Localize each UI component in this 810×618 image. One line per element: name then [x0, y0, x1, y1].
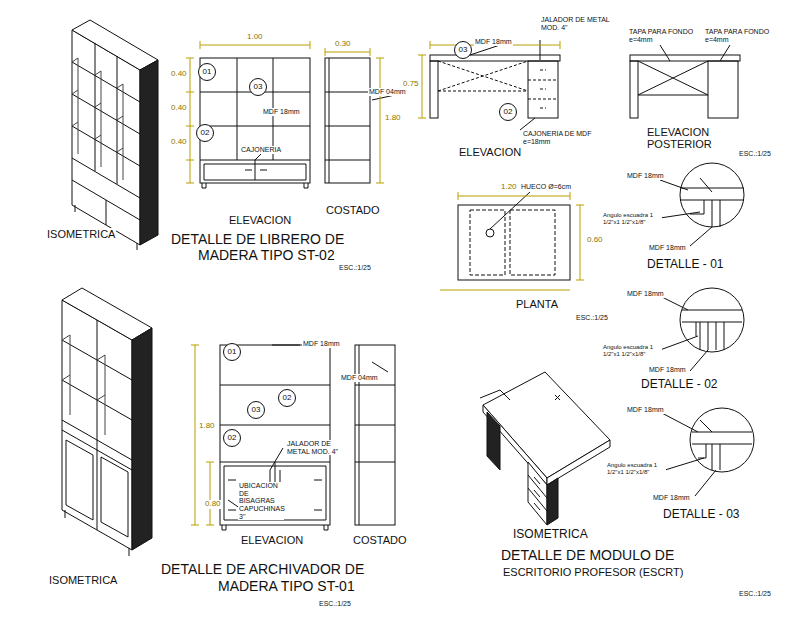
view-title: ELEVACION POSTERIOR — [646, 126, 738, 150]
view-title: ISOMETRICA — [46, 228, 116, 240]
callout-circle: 02 — [278, 389, 296, 407]
annotation-note: MDF 18mm — [652, 494, 691, 502]
view-title: COSTADO — [352, 534, 408, 546]
view-title: DETALLE DE ARCHIVADOR DE — [160, 562, 365, 577]
annotation-note: TAPA PARA FONDO e=4mm — [628, 28, 696, 43]
annotation-note: MDF 04mm — [368, 88, 407, 96]
callout-circle: 03 — [454, 41, 472, 59]
dimension-value: 0.40 — [170, 70, 188, 79]
annotation-note: MDF 18mm — [648, 244, 687, 252]
dimension-value: 0.80 — [204, 500, 222, 509]
dimension-value: 1.80 — [198, 422, 216, 431]
dimension-value: 1.00 — [246, 33, 264, 42]
annotation-note: MDF 18mm — [302, 340, 341, 348]
annotation-note: UBICACION DE BISAGRAS CAPUCHINAS 3" — [238, 482, 284, 520]
view-title: ELEVACION — [228, 214, 292, 226]
callout-number: 02 — [504, 108, 513, 116]
callout-number: 03 — [254, 83, 263, 91]
annotation-note: ESC.:1/25 — [738, 150, 772, 158]
callout-circle: 01 — [198, 63, 216, 81]
view-title: DETALLE DE MODULO DE — [500, 548, 675, 563]
view-title: MADERA TIPO ST-01 — [217, 579, 356, 594]
annotation-note: TAPA PARA FONDO e=4mm — [704, 28, 772, 43]
dimension-value: 0.40 — [170, 104, 188, 113]
annotation-note: MDF 04mm — [340, 374, 379, 382]
view-title: DETALLE DE LIBRERO DE — [170, 232, 345, 247]
annotation-note: MDF 18mm — [474, 38, 513, 46]
annotation-note: ESC.:1/25 — [575, 314, 609, 322]
dimension-value: 0.75 — [402, 80, 420, 89]
annotation-note: ESC.:1/25 — [318, 600, 352, 608]
annotation-note: ESC.:1/25 — [738, 590, 772, 598]
view-title: DETALLE - 03 — [662, 508, 740, 521]
view-title: ISOMETRICA — [512, 528, 589, 541]
annotation-note: HUECO Ø=6cm — [520, 183, 572, 191]
view-title: MADERA TIPO ST-02 — [197, 248, 336, 263]
callout-number: 03 — [459, 46, 468, 54]
callout-number: 02 — [201, 129, 210, 137]
annotation-note: JALADOR DE METAL MOD. 4" — [540, 16, 614, 31]
view-title: ESCRITORIO PROFESOR (ESCRT) — [502, 566, 685, 578]
annotation-note: Angulo escuadra 1 1/2"x1 1/2"x1/8" — [602, 344, 662, 357]
annotation-note: CAJONERIA DE MDF e=18mm — [522, 130, 594, 145]
annotation-note: Angulo escuadra 1 1/2"x1 1/2"x1/8" — [602, 212, 662, 225]
dimension-value: 1.20 — [500, 183, 518, 192]
view-title: ISOMETRICA — [48, 574, 118, 586]
annotation-note: MDF 18mm — [626, 290, 665, 298]
callout-number: 01 — [203, 68, 212, 76]
callout-circle: 03 — [249, 78, 267, 96]
view-title: DETALLE - 02 — [640, 378, 718, 391]
annotation-note: Angulo escuadra 1 1/2"x1 1/2"x1/8" — [606, 462, 666, 475]
annotation-note: MDF 18mm — [626, 172, 665, 180]
annotation-note: MDF 18mm — [262, 108, 301, 116]
view-title: COSTADO — [325, 204, 381, 216]
dimension-value: 0.40 — [170, 138, 188, 147]
annotation-note: MDF 18mm — [626, 406, 665, 414]
callout-circle: 02 — [223, 429, 241, 447]
annotation-note: MDF 18mm — [648, 366, 687, 374]
annotation-note: CAJONERIA — [240, 146, 282, 154]
callout-number: 01 — [228, 348, 237, 356]
view-title: DETALLE - 01 — [646, 258, 724, 271]
view-title: PLANTA — [515, 298, 559, 310]
dimension-value: 0.30 — [334, 40, 352, 49]
callout-circle: 02 — [196, 124, 214, 142]
annotation-note: ESC.:1/25 — [338, 264, 372, 272]
annotation-note: JALADOR DE METAL MOD. 4" — [286, 440, 350, 455]
dimension-value: 1.80 — [384, 114, 402, 123]
dimension-value: 0.60 — [586, 236, 604, 245]
callout-number: 02 — [283, 394, 292, 402]
callout-number: 03 — [252, 406, 261, 414]
view-title: ELEVACION — [240, 534, 304, 546]
callout-circle: 01 — [223, 343, 241, 361]
view-title: ELEVACION — [458, 146, 522, 158]
callout-circle: 02 — [499, 103, 517, 121]
callout-number: 02 — [228, 434, 237, 442]
callout-circle: 03 — [247, 401, 265, 419]
